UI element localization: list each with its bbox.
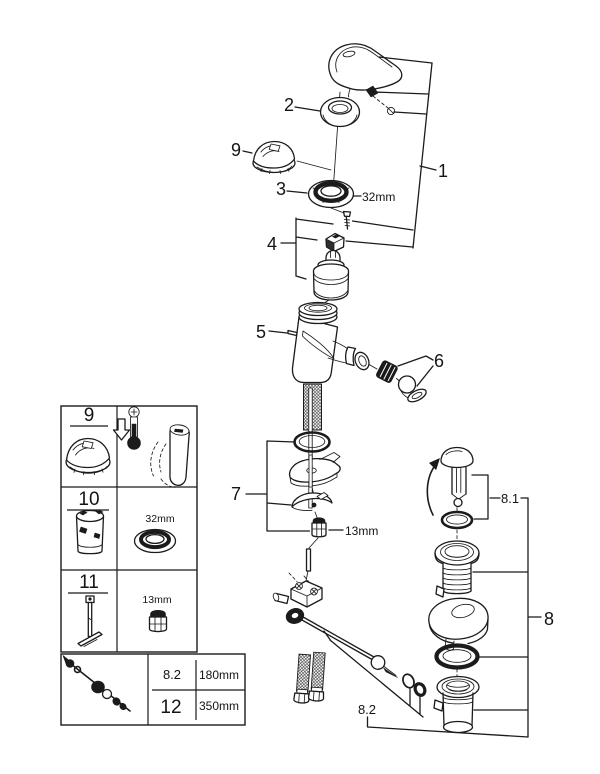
callout-9: 9 [231, 140, 241, 160]
pivot-block [272, 572, 323, 624]
legend-row3-ref: 11 [79, 572, 99, 593]
body-pin [287, 329, 298, 337]
dim-13mm: 13mm [345, 524, 378, 538]
legend-cap-image [65, 437, 111, 476]
waste-body-lower [433, 675, 480, 734]
plug-oring [440, 510, 474, 530]
lever-handle [328, 43, 403, 116]
set-screw [365, 85, 379, 98]
handle-hole [342, 50, 356, 58]
legend-handle-image [150, 424, 190, 488]
dim-32mm: 32mm [362, 190, 395, 204]
spout-collar [345, 346, 357, 367]
legend-ring-image [133, 528, 177, 554]
rod-row2-length: 350mm [199, 699, 239, 713]
callout-lines [242, 56, 542, 738]
legend-rod-tool-image [77, 595, 103, 647]
callout-5: 5 [256, 322, 266, 342]
rod-row2-ref: 12 [160, 697, 181, 718]
legend-row3-dim: 13mm [142, 594, 171, 606]
callout-8-2: 8.2 [358, 702, 376, 717]
cartridge-screw [342, 210, 352, 230]
legend-table: 9 10 [60, 405, 246, 726]
ball-joint-outlet [397, 375, 427, 403]
legend-row2-dim: 32mm [145, 513, 174, 525]
temperature-limiter-cap [252, 140, 296, 174]
legend-nut-image [148, 609, 168, 633]
legend-row2-ref: 10 [78, 489, 99, 510]
pop-up-plug [426, 446, 474, 516]
pop-up-rod [301, 616, 427, 697]
mounting-ring-32mm [307, 179, 355, 209]
lift-rod-pin [305, 548, 312, 572]
fixing-nut-13mm [311, 517, 327, 538]
arrow-down-icon [112, 418, 131, 441]
callout-8: 8 [544, 609, 554, 629]
callout-7: 7 [231, 484, 241, 504]
callout-8-1: 8.1 [501, 491, 519, 506]
callout-6: 6 [434, 351, 444, 371]
callout-labels: 1 2 3 4 5 6 7 8 8.1 8.2 9 32mm 13mm [231, 95, 554, 717]
thermometer-icon [112, 406, 141, 450]
rod-ball [370, 655, 386, 670]
rotation-arrow [426, 462, 438, 516]
waste-body-upper [434, 540, 480, 598]
callout-3: 3 [276, 179, 286, 199]
lift-rod-through [308, 454, 313, 488]
lift-rod [308, 387, 313, 509]
mounting-horseshoe-plate [288, 452, 341, 488]
waste-large-oring [434, 643, 480, 670]
callout-4: 4 [267, 234, 277, 254]
rod-oring [402, 673, 415, 689]
rod-row1-length: 180mm [199, 668, 239, 682]
cartridge [312, 249, 350, 301]
flexible-hoses [293, 651, 326, 704]
callout-2: 2 [284, 95, 294, 115]
cartridge-nut [325, 232, 345, 253]
wedge-gasket [428, 597, 489, 651]
legend-sleeve-image [75, 509, 105, 555]
mixer-body [287, 301, 370, 384]
callout-1: 1 [438, 161, 448, 181]
rod-seal-ring [413, 682, 427, 697]
rod-row1-ref: 8.2 [163, 667, 181, 682]
supply-hose-braided [303, 383, 322, 509]
mousseur-aerator [368, 360, 401, 383]
legend-rod-assembly-image [62, 655, 131, 712]
crescent-washer [291, 492, 333, 511]
legend-row1-ref: 9 [84, 405, 95, 426]
handle-skirt-ring [319, 96, 361, 128]
